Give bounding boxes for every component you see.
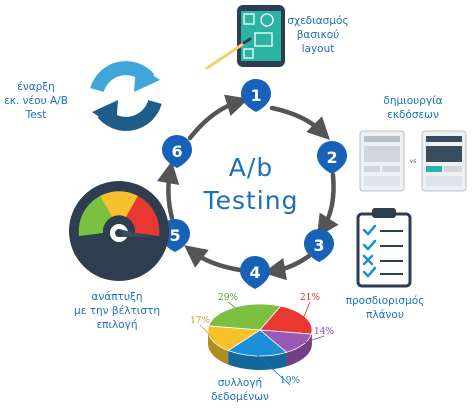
step-2-label-line-1: δημιουργία xyxy=(383,95,442,107)
pie-slice xyxy=(207,325,262,351)
arrow-2-to-3 xyxy=(316,172,339,238)
pie-percent-label: 14% xyxy=(314,327,334,337)
pie-chart-icon: 29% 21% 14% 19% 17% xyxy=(190,293,334,386)
pie-percent-label: 17% xyxy=(190,316,210,326)
pie-percent-label: 19% xyxy=(280,376,300,386)
arrow-3-to-4 xyxy=(262,253,312,281)
step-number-6: 6 xyxy=(171,142,182,161)
step-6-label: έναρξη εκ. νέου A/B Test xyxy=(4,81,68,121)
versions-vs-label: vs xyxy=(410,158,417,165)
pie-slice-side xyxy=(208,330,229,365)
step-5-label-line-3: επιλογή xyxy=(96,319,137,331)
step-1-label-line-3: layout xyxy=(302,43,335,55)
pie-slice xyxy=(227,329,288,357)
pie-slice xyxy=(259,305,313,335)
layout-versions-icon: vs xyxy=(359,130,467,192)
step-1-label-line-2: βασικού xyxy=(297,29,340,41)
step-badge-6: 6 xyxy=(162,135,192,168)
pie-percent-label: 29% xyxy=(218,293,238,303)
step-number-1: 1 xyxy=(250,86,261,105)
step-5-label-line-2: με την βέλτιστη xyxy=(74,305,160,317)
step-4-label-line-1: συλλογή xyxy=(218,377,262,389)
step-badge-4: 4 xyxy=(240,256,270,289)
tablet-icon xyxy=(205,5,285,70)
step-6-label-line-3: Test xyxy=(25,109,47,121)
step-3-label-line-2: πλάνου xyxy=(366,309,404,321)
pie-leader-line xyxy=(256,354,291,386)
step-2-label: δημιουργία εκδόσεων xyxy=(383,95,442,121)
step-3-label: προσδιορισμός πλάνου xyxy=(346,295,425,321)
title-line-1: A/b xyxy=(229,153,273,182)
step-number-3: 3 xyxy=(313,236,324,255)
step-4-label: συλλογή δεδομένων xyxy=(211,377,269,403)
pie-percent-label: 21% xyxy=(300,293,320,303)
checklist-icon xyxy=(356,208,412,288)
arrow-4-to-5 xyxy=(184,245,243,273)
step-2-label-line-2: εκδόσεων xyxy=(387,109,439,121)
pie-leader-line xyxy=(199,324,215,340)
step-3-label-line-1: προσδιορισμός xyxy=(346,295,425,307)
arrow-5-to-6 xyxy=(156,160,180,221)
step-badge-1: 1 xyxy=(241,79,271,112)
title-line-2: Testing xyxy=(203,186,299,215)
gauge-icon xyxy=(69,181,169,281)
step-number-5: 5 xyxy=(169,226,180,245)
diagram-title: A/b Testing xyxy=(203,153,299,215)
step-badge-3: 3 xyxy=(304,229,334,262)
step-5-label: ανάπτυξη με την βέλτιστη επιλογή xyxy=(74,291,160,331)
step-6-label-line-2: εκ. νέου A/B xyxy=(4,95,68,107)
pie-leader-line xyxy=(302,301,311,319)
pie-leader-line xyxy=(227,301,237,309)
pie-leader-line xyxy=(300,335,325,345)
refresh-cycle-icon xyxy=(90,61,162,131)
pie-slice-side xyxy=(286,334,312,367)
step-5-label-line-1: ανάπτυξη xyxy=(92,291,143,303)
step-number-4: 4 xyxy=(249,263,260,282)
step-number-2: 2 xyxy=(326,148,337,167)
arrow-6-to-1 xyxy=(187,94,249,141)
step-1-label-line-1: σχεδιασμός xyxy=(287,15,348,27)
step-6-label-line-1: έναρξη xyxy=(17,81,55,93)
step-1-label: σχεδιασμός βασικού layout xyxy=(287,15,348,55)
cycle-arrows xyxy=(156,94,339,281)
step-4-label-line-2: δεδομένων xyxy=(211,391,269,403)
step-badge-2: 2 xyxy=(317,141,347,174)
arrow-1-to-2 xyxy=(269,105,330,140)
